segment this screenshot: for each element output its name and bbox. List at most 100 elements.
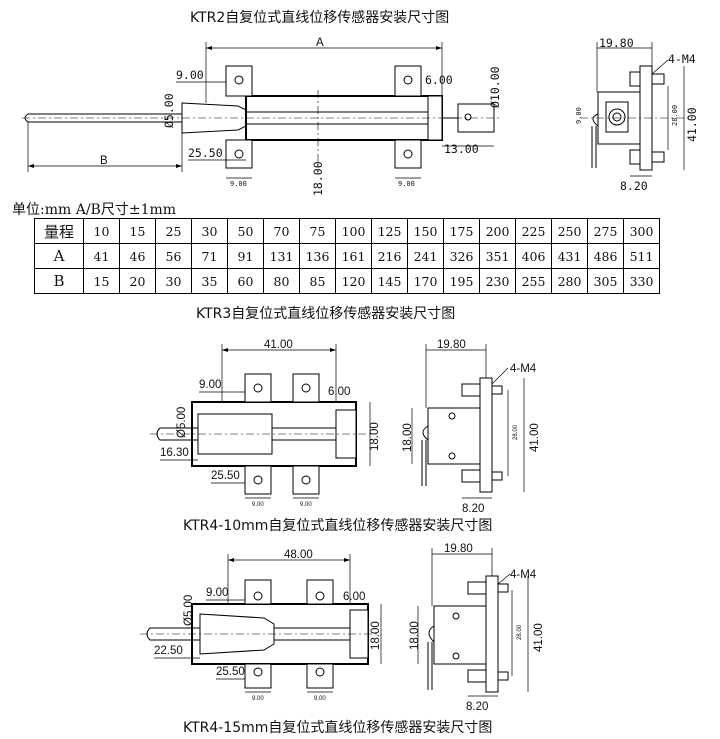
side-plunger: [422, 425, 429, 441]
table-cell: 241: [407, 243, 444, 269]
table-cell: 150: [407, 218, 444, 244]
table-cell: 216: [371, 243, 408, 269]
dim-13: 13.00: [444, 142, 479, 156]
side-dim-41: 41.00: [533, 623, 545, 652]
table-cell: 280: [551, 268, 588, 294]
table-cell: 46: [119, 243, 156, 269]
side-flange: [485, 575, 499, 693]
ktr3-front-view: 41.00 9.00 6.00 Ø5.00 16.30 25.50 18.00 …: [150, 339, 381, 508]
table-cell: 30: [191, 218, 228, 244]
side-dim-small: 9.00: [575, 107, 583, 124]
dim-dia5: Ø5.00: [176, 407, 188, 438]
dim-18: 18.00: [311, 161, 325, 196]
mount-bracket: [394, 65, 422, 97]
dim-dia5: Ø5.00: [183, 595, 195, 626]
table-cell: 195: [443, 268, 480, 294]
ktr3-side-view: 19.80 4-M4 18.00 28.00 41.00 8.20: [402, 339, 541, 515]
screw-head: [467, 581, 487, 595]
screw-head: [461, 469, 481, 483]
table-cell: 30: [155, 268, 192, 294]
ktr4-front-view: 48.00 9.00 6.00 Ø5.00 22.50 25.50 18.00 …: [140, 549, 382, 702]
side-plunger: [428, 625, 435, 643]
table-cell: 275: [587, 218, 624, 244]
dim-16-3: 16.30: [160, 447, 189, 459]
table-row-label: B: [34, 268, 84, 294]
screw-head: [461, 383, 481, 397]
table-cell: 200: [479, 218, 516, 244]
table-cell: 175: [443, 218, 480, 244]
table-cell: 230: [479, 268, 516, 294]
side-dim-4m4: 4-M4: [668, 52, 696, 66]
ktr3-title: KTR3自复位式直线位移传感器安装尺寸图: [196, 306, 456, 322]
side-dim-19-8: 19.80: [444, 543, 473, 555]
table-cell: 170: [407, 268, 444, 294]
dim-dia5: Ø5.00: [162, 93, 176, 128]
table-cell: 250: [551, 218, 588, 244]
dim-18: 18.00: [370, 621, 382, 650]
mount-bracket: [244, 373, 272, 403]
dim-9-small: 9.00: [314, 696, 326, 702]
ktr2-title: KTR2自复位式直线位移传感器安装尺寸图: [190, 10, 450, 26]
dim-9-small: 9.00: [252, 696, 264, 702]
dim-9: 9.00: [199, 379, 221, 391]
table-cell: 56: [155, 243, 192, 269]
side-dim-8-2: 8.20: [462, 503, 484, 515]
table-cell: 75: [299, 218, 336, 244]
dim-6: 6.00: [343, 591, 365, 603]
side-dim-41: 41.00: [685, 107, 699, 142]
side-dim-4m4: 4-M4: [510, 363, 537, 375]
table-cell: 161: [335, 243, 372, 269]
side-flange: [479, 377, 493, 493]
dim-9: 9.00: [176, 68, 204, 82]
dim-9-small: 9.00: [300, 502, 312, 508]
dim-25-5: 25.50: [211, 470, 240, 482]
mount-bracket: [244, 465, 272, 495]
side-body: [427, 407, 481, 465]
side-dim-19-8: 19.80: [437, 339, 466, 351]
table-cell: 15: [119, 218, 156, 244]
table-cell: 330: [623, 268, 660, 294]
table-row-b: B 15 20 30 35 60 80 85 120 145 170 195 2…: [34, 268, 660, 294]
dim-b: B: [100, 155, 108, 167]
ktr2-side-view: 19.80 4-M4 28.00 41.00 9.00 8.20: [575, 36, 699, 193]
side-dim-18: 18.00: [402, 423, 414, 452]
mount-bracket: [292, 465, 320, 495]
table-header-cell: 量程: [34, 218, 84, 244]
dim-25-5: 25.50: [216, 666, 245, 678]
table-cell: 225: [515, 218, 552, 244]
side-dim-28: 28.00: [671, 105, 679, 126]
side-dim-19-8: 19.80: [599, 36, 634, 50]
screw-head: [629, 149, 641, 165]
dim-9-small: 9.00: [230, 180, 247, 188]
mount-bracket: [292, 373, 320, 403]
mount-bracket: [225, 65, 253, 97]
dim-dia10: Ø10.00: [488, 66, 502, 108]
table-cell: 25: [155, 218, 192, 244]
dim-25-5: 25.50: [188, 146, 223, 160]
screw-head: [629, 71, 641, 87]
side-dim-8-2: 8.20: [466, 701, 488, 713]
table-row-range: 量程 10 15 25 30 50 70 75 100 125 150 175 …: [34, 218, 660, 244]
side-plunger: [592, 113, 599, 127]
dim-6: 6.00: [328, 386, 350, 398]
side-dim-4m4: 4-M4: [510, 569, 537, 581]
dim-a: A: [316, 37, 324, 49]
dim-48: 48.00: [284, 549, 313, 561]
spec-table: 量程 10 15 25 30 50 70 75 100 125 150 175 …: [34, 218, 660, 294]
mount-bracket: [225, 139, 253, 169]
side-dim-28: 28.00: [517, 624, 523, 640]
ktr4-10-title: KTR4-10mm自复位式直线位移传感器安装尺寸图: [183, 518, 493, 534]
table-cell: 431: [551, 243, 588, 269]
side-dim-41: 41.00: [529, 423, 541, 452]
unit-note: 单位:mm A/B尺寸±1mm: [12, 202, 177, 218]
ktr4-15-title: KTR4-15mm自复位式直线位移传感器安装尺寸图: [183, 720, 493, 736]
table-cell: 100: [335, 218, 372, 244]
table-cell: 91: [227, 243, 264, 269]
dim-6: 6.00: [425, 73, 453, 87]
table-cell: 120: [335, 268, 372, 294]
table-cell: 305: [587, 268, 624, 294]
table-cell: 15: [83, 268, 120, 294]
dim-9-small: 9.00: [252, 502, 264, 508]
dim-9-small: 9.00: [398, 180, 415, 188]
